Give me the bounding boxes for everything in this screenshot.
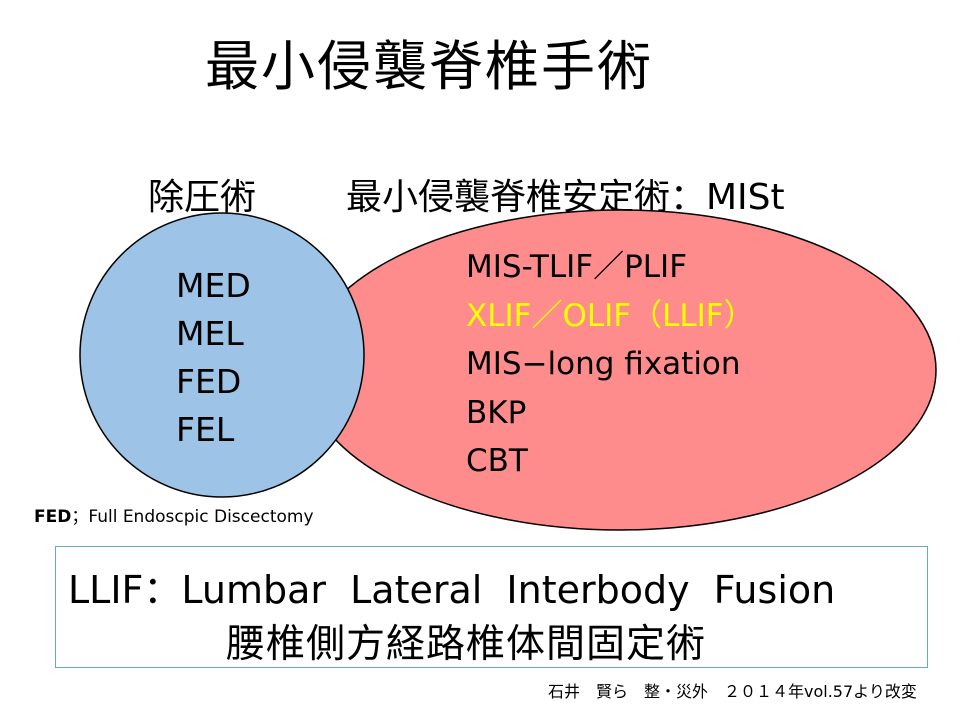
decompression-circle	[79, 212, 365, 498]
list-item: MIS-TLIF／PLIF	[466, 249, 688, 285]
list-item: CBT	[466, 443, 528, 479]
llif-japanese: 腰椎側方経路椎体間固定術	[226, 622, 707, 667]
decompression-label: 除圧術	[148, 177, 257, 218]
list-item: FED	[176, 362, 242, 401]
footnote: FED；Full Endoscpic Discectomy	[34, 502, 314, 527]
stabilization-list: MIS-TLIF／PLIF XLIF／OLIF（LLIF） MIS−long f…	[466, 243, 755, 486]
page-title: 最小侵襲脊椎手術	[205, 35, 653, 98]
footnote-term: FED	[34, 507, 72, 527]
list-item: MIS−long fixation	[466, 346, 741, 382]
llif-definition-box: LLIF：Lumbar Lateral Interbody Fusion 腰椎側…	[55, 546, 928, 668]
citation: 石井 賢ら 整・災外 ２０１４年vol.57より改変	[548, 682, 917, 701]
list-item: MED	[176, 266, 251, 305]
llif-english: LLIF：Lumbar Lateral Interbody Fusion	[68, 568, 836, 612]
footnote-definition: ；Full Endoscpic Discectomy	[71, 507, 314, 527]
list-item-highlighted: XLIF／OLIF（LLIF）	[466, 297, 755, 334]
decompression-list: MED MEL FED FEL	[176, 262, 251, 454]
stabilization-label: 最小侵襲脊椎安定術：MISt	[346, 177, 785, 218]
list-item: MEL	[176, 314, 244, 353]
list-item: FEL	[176, 410, 235, 449]
list-item: BKP	[466, 394, 527, 431]
